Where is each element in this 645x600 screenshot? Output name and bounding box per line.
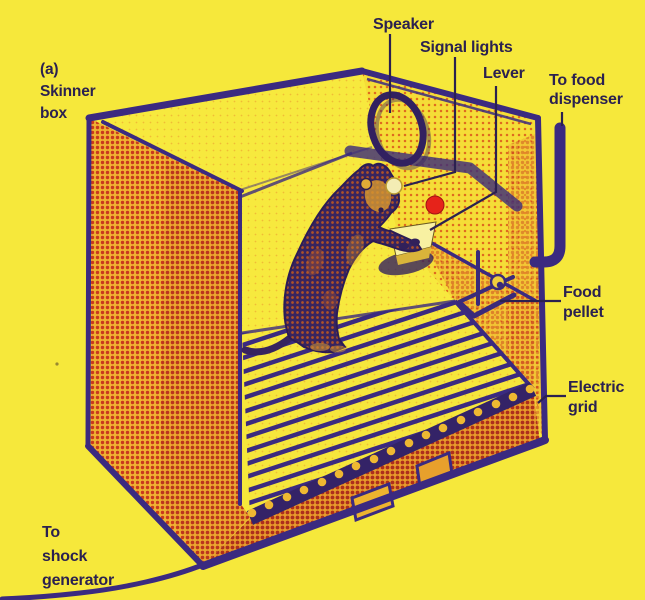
signal-light-white <box>385 177 403 195</box>
caption-line: Skinner <box>40 83 96 100</box>
shock-generator-label-line: To <box>42 524 60 541</box>
left-wall <box>88 118 250 566</box>
pointer-lines <box>388 34 566 404</box>
signal-lights <box>385 177 445 215</box>
food-dispenser-label: To food dispenser <box>549 71 623 109</box>
box-interior-back-wall <box>89 71 455 333</box>
lever-pointer-line <box>429 86 498 231</box>
rat-ear <box>359 177 373 191</box>
signal-lights-label: Signal lights <box>420 39 513 56</box>
lever-front-face <box>396 247 431 265</box>
rat-paw <box>399 242 409 250</box>
electric-grid-label-line: grid <box>568 399 598 416</box>
electric-grid-label: Electric grid <box>568 378 624 418</box>
food-dispenser-label-line: To food <box>549 72 606 89</box>
electric-grid-pointer-line <box>537 394 566 404</box>
food-pellet-label: Food pellet <box>563 283 604 323</box>
box-edges <box>85 67 549 570</box>
caption-line: (a) <box>40 61 59 78</box>
shock-generator-label-line: generator <box>42 572 114 589</box>
figure-caption: (a) Skinner box <box>40 59 96 125</box>
shock-cable <box>0 561 208 600</box>
food-pellet-label-line: pellet <box>563 304 604 321</box>
speaker-label: Speaker <box>373 16 434 33</box>
food-dispenser-tube <box>529 122 566 268</box>
shock-generator-label: To shock generator <box>42 521 114 593</box>
rat <box>241 162 423 356</box>
speaker-ring <box>367 91 427 167</box>
food-dispenser-label-line: dispenser <box>549 91 623 108</box>
electric-grid-label-line: Electric <box>568 379 625 396</box>
signal-lights-pointer-line <box>403 57 457 188</box>
shock-generator-label-line: shock <box>42 548 88 565</box>
rat-body <box>283 162 423 354</box>
lever-label: Lever <box>483 65 525 82</box>
food-tray <box>457 250 517 319</box>
caption-line: box <box>40 105 67 122</box>
rat-paw <box>410 238 420 246</box>
rat-tail <box>241 334 294 356</box>
print-speck <box>55 362 59 366</box>
food-pellet-label-line: Food <box>563 284 602 301</box>
signal-light-red <box>425 195 445 215</box>
grid-rail <box>246 382 537 525</box>
rat-eye <box>378 207 384 213</box>
speaker <box>239 91 523 212</box>
